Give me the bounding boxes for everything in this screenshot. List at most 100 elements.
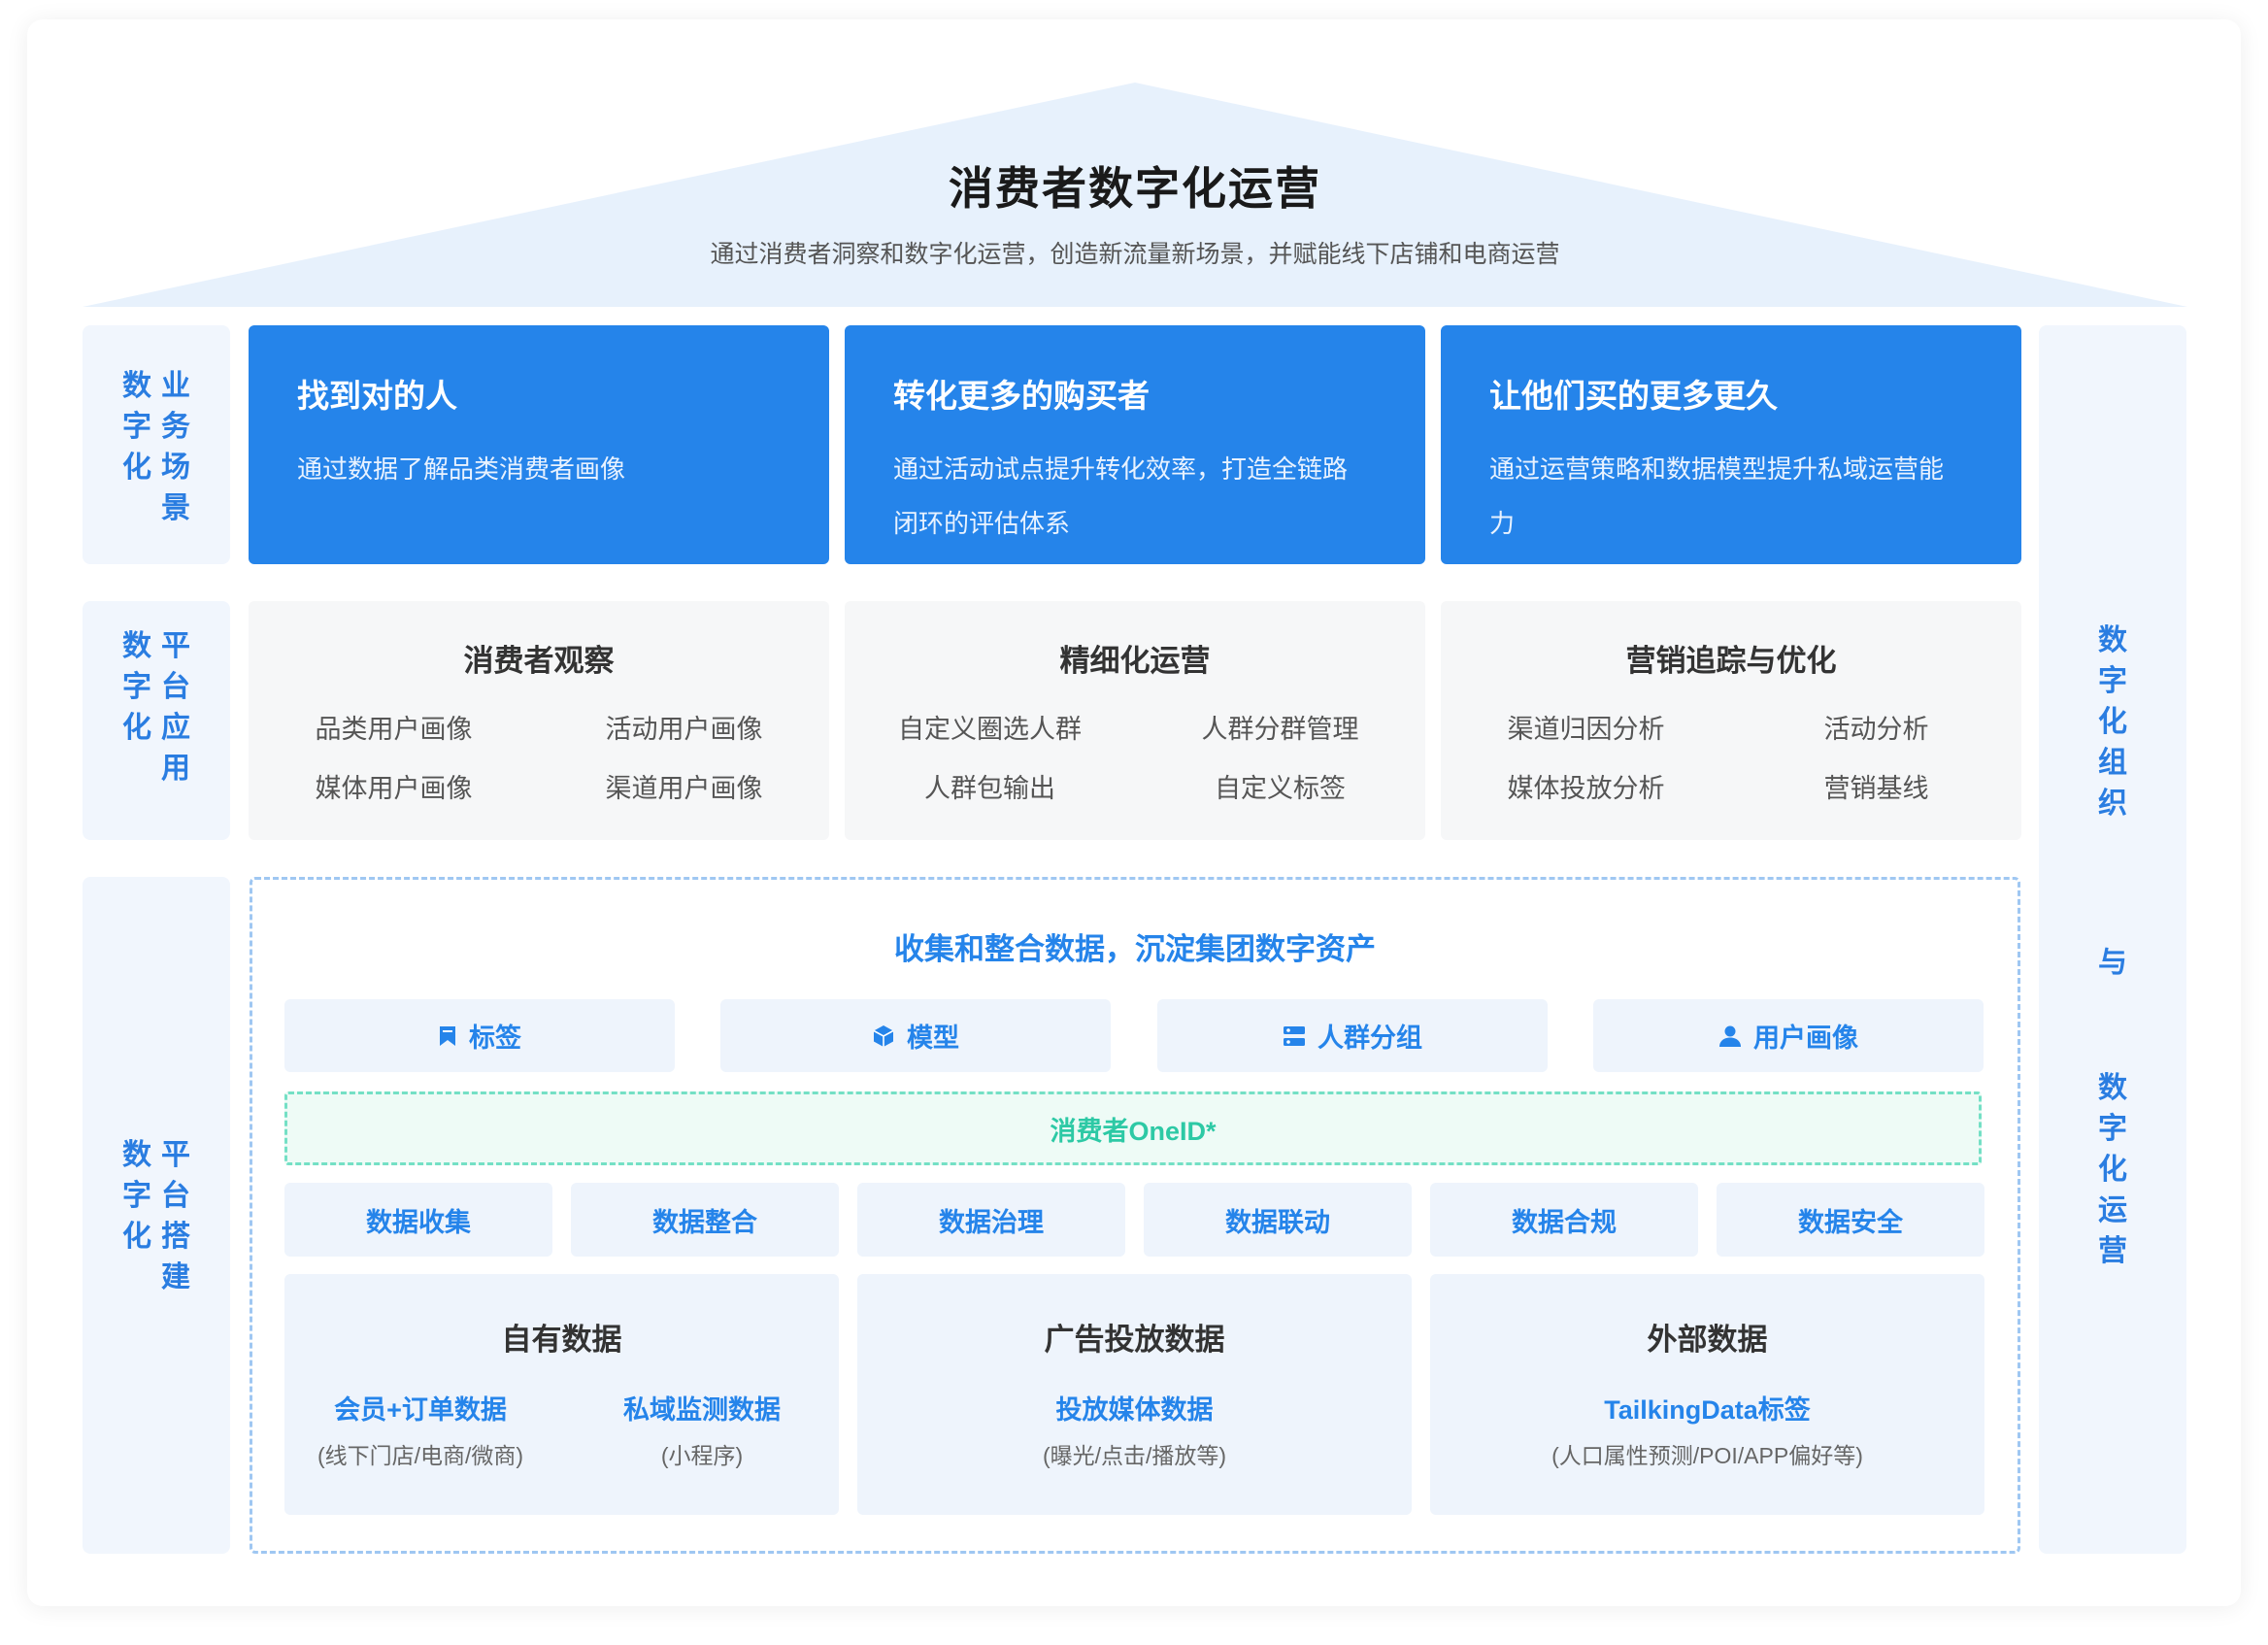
app-card-title: 消费者观察 (463, 644, 615, 678)
app-item: 渠道归因分析 (1507, 715, 1665, 744)
label-char: 务 (161, 411, 190, 443)
capability-chip: 数据联动 (1144, 1183, 1412, 1257)
source-entry-sub: (小程序) (660, 1443, 744, 1468)
app-item: 自定义圈选人群 (898, 715, 1082, 744)
label-char: 运 (2098, 1194, 2127, 1226)
label-char: 字 (122, 671, 151, 703)
source-entry-name: 会员+订单数据 (334, 1395, 507, 1425)
app-item: 人群包输出 (924, 774, 1055, 803)
source-title: 广告投放数据 (1044, 1323, 1225, 1357)
scenario-card-buy-more-longer: 让他们买的更多更久 通过运营策略和数据模型提升私域运营能 力 (1441, 325, 2021, 564)
scenario-card-convert-buyers: 转化更多的购买者 通过活动试点提升转化效率，打造全链路 闭环的评估体系 (845, 325, 1425, 564)
app-item: 人群分群管理 (1201, 715, 1359, 744)
label-char: 化 (122, 452, 151, 484)
scenario-card-find-right-people: 找到对的人 通过数据了解品类消费者画像 (249, 325, 829, 564)
label-char: 与 (2098, 947, 2127, 979)
asset-chip-group: 人群分组 (1157, 999, 1548, 1072)
label-char: 字 (122, 1180, 151, 1212)
app-item: 渠道用户画像 (605, 774, 763, 803)
label-char: 组 (2098, 747, 2127, 779)
label-char: 字 (2098, 1113, 2127, 1145)
app-card-consumer-insight: 消费者观察 品类用户画像 活动用户画像 媒体用户画像 渠道用户画像 (249, 601, 829, 840)
app-item: 品类用户画像 (315, 715, 473, 744)
capability-chip: 数据合规 (1430, 1183, 1698, 1257)
label-char: 平 (161, 1139, 190, 1171)
label-char: 织 (2098, 788, 2127, 820)
asset-chip-tag: 标签 (284, 999, 675, 1072)
label-char: 数 (2098, 1072, 2127, 1104)
capability-chip: 数据收集 (284, 1183, 552, 1257)
app-card-title: 精细化运营 (1059, 644, 1211, 678)
asset-label: 标签 (469, 1024, 521, 1053)
asset-chip-model: 模型 (720, 999, 1111, 1072)
label-char: 景 (161, 492, 190, 524)
source-entry-sub: (线下门店/电商/微商) (317, 1443, 524, 1468)
label-char: 搭 (161, 1221, 190, 1253)
user-icon (1719, 1025, 1741, 1047)
label-char: 应 (161, 712, 190, 744)
label-char: 化 (122, 712, 151, 744)
app-card-fine-operations: 精细化运营 自定义圈选人群 人群分群管理 人群包输出 自定义标签 (845, 601, 1425, 840)
source-entry-name: TailkingData标签 (1604, 1395, 1811, 1425)
source-title: 外部数据 (1647, 1323, 1768, 1357)
asset-label: 人群分组 (1317, 1024, 1422, 1053)
app-item: 自定义标签 (1215, 774, 1346, 803)
app-item: 媒体用户画像 (315, 774, 473, 803)
asset-chip-user-profile: 用户画像 (1593, 999, 1984, 1072)
label-platform-build: 数 字 化 平 台 搭 建 (83, 877, 230, 1554)
label-char: 化 (2098, 1154, 2127, 1186)
scenario-desc: 闭环的评估体系 (893, 509, 1071, 538)
label-platform-apps: 数 字 化 平 台 应 用 (83, 601, 230, 840)
bookmark-icon (440, 1025, 455, 1046)
app-card-title: 营销追踪与优化 (1625, 644, 1837, 678)
source-card-ad-data: 广告投放数据 投放媒体数据 (曝光/点击/播放等) (857, 1274, 1412, 1515)
label-char: 数 (122, 370, 151, 402)
label-char: 台 (161, 671, 190, 703)
label-char: 场 (161, 452, 190, 484)
label-char: 台 (161, 1180, 190, 1212)
cube-icon (873, 1024, 894, 1047)
label-char: 营 (2098, 1235, 2127, 1267)
platform-build-container (250, 877, 2020, 1554)
label-char: 字 (2098, 665, 2127, 697)
label-char: 平 (161, 630, 190, 662)
label-char: 业 (161, 370, 190, 402)
source-entry-sub: (人口属性预测/POI/APP偏好等) (1551, 1443, 1863, 1468)
asset-label: 模型 (907, 1024, 959, 1053)
app-item: 活动分析 (1823, 715, 1929, 744)
source-card-external-data: 外部数据 TailkingData标签 (人口属性预测/POI/APP偏好等) (1430, 1274, 1984, 1515)
label-char: 字 (122, 411, 151, 443)
scenario-desc: 通过活动试点提升转化效率，打造全链路 (893, 454, 1349, 484)
scenario-title: 让他们买的更多更久 (1489, 378, 1778, 414)
group-icon (1284, 1025, 1305, 1046)
scenario-desc: 通过运营策略和数据模型提升私域运营能 (1489, 454, 1945, 484)
scenario-desc: 力 (1489, 509, 1516, 538)
label-char: 建 (161, 1261, 190, 1293)
label-char: 数 (122, 630, 151, 662)
capability-chip: 数据整合 (571, 1183, 839, 1257)
label-char: 数 (122, 1139, 151, 1171)
app-card-marketing-tracking: 营销追踪与优化 渠道归因分析 活动分析 媒体投放分析 营销基线 (1441, 601, 2021, 840)
roof-shape (83, 83, 2187, 307)
source-entry-name: 私域监测数据 (623, 1395, 781, 1425)
capability-chip: 数据安全 (1717, 1183, 1984, 1257)
label-org-and-operations: 数 字 化 组 织 与 数 字 化 运 营 (2039, 325, 2186, 1554)
label-business-scenarios: 数 字 化 业 务 场 景 (83, 325, 230, 564)
source-entry-sub: (曝光/点击/播放等) (1042, 1443, 1227, 1468)
scenario-title: 转化更多的购买者 (893, 378, 1150, 414)
consumer-oneid-bar: 消费者OneID* (284, 1091, 1982, 1165)
scenario-title: 找到对的人 (297, 378, 457, 414)
capability-chip: 数据治理 (857, 1183, 1125, 1257)
label-char: 化 (2098, 706, 2127, 738)
platform-build-title: 收集和整合数据，沉淀集团数字资产 (894, 932, 1376, 966)
source-card-own-data: 自有数据 会员+订单数据 (线下门店/电商/微商) 私域监测数据 (小程序) (284, 1274, 839, 1515)
label-char: 数 (2098, 624, 2127, 656)
scenario-desc: 通过数据了解品类消费者画像 (297, 454, 626, 484)
app-item: 活动用户画像 (605, 715, 763, 744)
asset-label: 用户画像 (1753, 1024, 1858, 1053)
label-char: 化 (122, 1221, 151, 1253)
page-title: 消费者数字化运营 (949, 163, 1321, 214)
page-subtitle: 通过消费者洞察和数字化运营，创造新流量新场景，并赋能线下店铺和电商运营 (710, 241, 1560, 268)
app-item: 营销基线 (1823, 774, 1929, 803)
app-item: 媒体投放分析 (1507, 774, 1665, 803)
